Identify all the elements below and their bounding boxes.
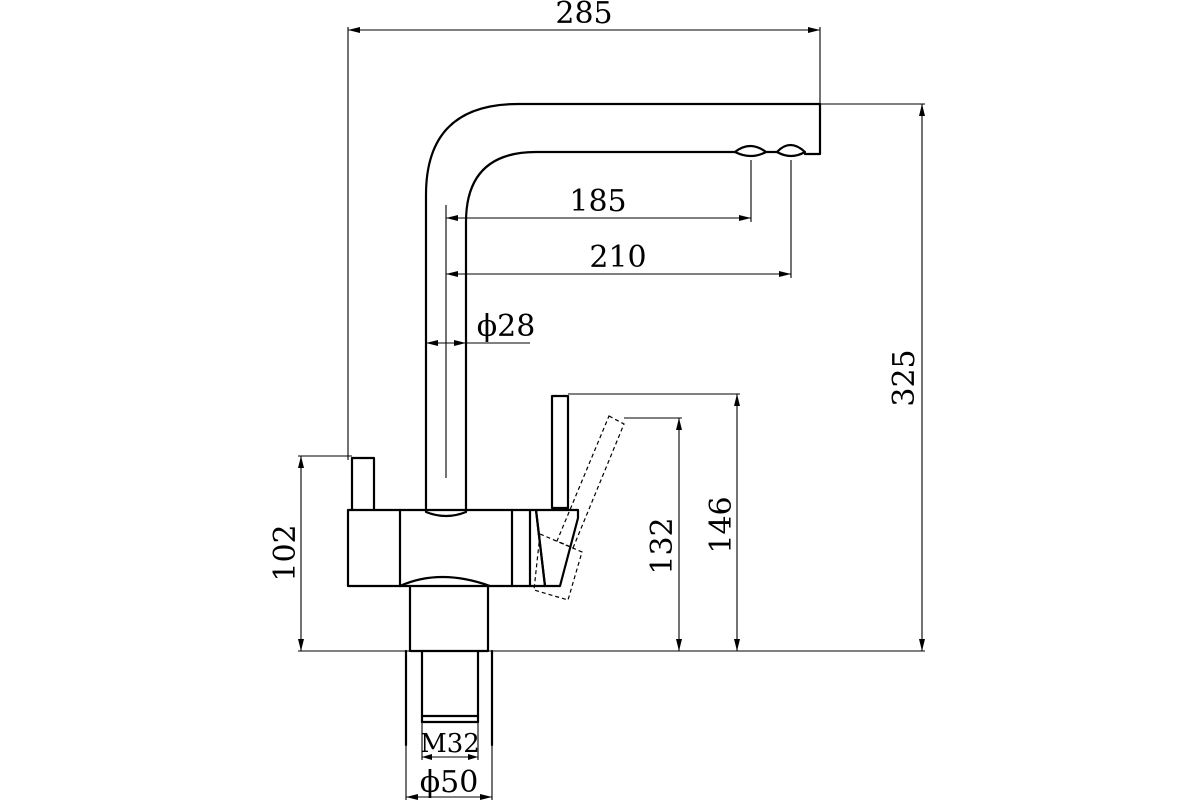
spout-tip (803, 102, 822, 156)
label-aerator-reach-2: 210 (589, 240, 646, 275)
dimension-labels: 285 185 210 ϕ28 325 146 132 102 M32 ϕ50 (268, 0, 922, 800)
arrow-m32-left (422, 754, 432, 760)
lever-handle-up (550, 394, 570, 510)
arrow-102-top (298, 456, 304, 468)
label-base-diameter: ϕ50 (420, 765, 479, 800)
spout-inner-edge (464, 150, 737, 480)
label-body-height: 102 (268, 524, 303, 581)
lever-base (534, 508, 580, 588)
label-spout-diameter: ϕ28 (477, 309, 536, 344)
arrow-132-top (676, 418, 682, 430)
label-thread-size: M32 (420, 729, 480, 759)
label-lever-top-height: 146 (704, 496, 739, 553)
aerator-outlet-left (733, 144, 768, 158)
arrow-325-top (919, 104, 925, 116)
spout-outer-edge (424, 102, 822, 480)
label-lever-mid-height: 132 (645, 517, 680, 574)
arrow-185-left (446, 215, 458, 221)
spout-collar (424, 476, 468, 518)
arrow-146-bottom (734, 639, 740, 651)
body-waist-curve (398, 575, 492, 588)
lever-handle-tilted (556, 415, 625, 549)
aerator-outlet-right (775, 143, 807, 158)
arrow-50-left (406, 794, 418, 800)
arrow-285-left (348, 27, 360, 33)
arrow-210-left (446, 271, 458, 277)
dimension-lines (298, 27, 925, 800)
arrow-146-top (734, 394, 740, 406)
arrow-132-bottom (676, 639, 682, 651)
arrow-210-right (779, 271, 791, 277)
base-stem (408, 584, 490, 653)
lever-handle-tilted-base (533, 533, 583, 601)
arrow-102-bottom (298, 639, 304, 651)
arrow-28-right (454, 340, 466, 346)
arrow-185-right (739, 215, 751, 221)
arrow-50-right (480, 794, 492, 800)
arrow-285-right (808, 27, 820, 33)
threaded-shank (404, 649, 494, 747)
arrow-28-left (426, 340, 438, 346)
label-overall-height: 325 (887, 349, 922, 406)
rear-knob (350, 456, 376, 512)
shank-nut (420, 649, 480, 724)
label-aerator-reach-1: 185 (569, 184, 626, 219)
label-overall-reach: 285 (555, 0, 612, 31)
arrow-325-bottom (919, 639, 925, 651)
arrow-m32-right (468, 754, 478, 760)
faucet-body (346, 508, 532, 588)
